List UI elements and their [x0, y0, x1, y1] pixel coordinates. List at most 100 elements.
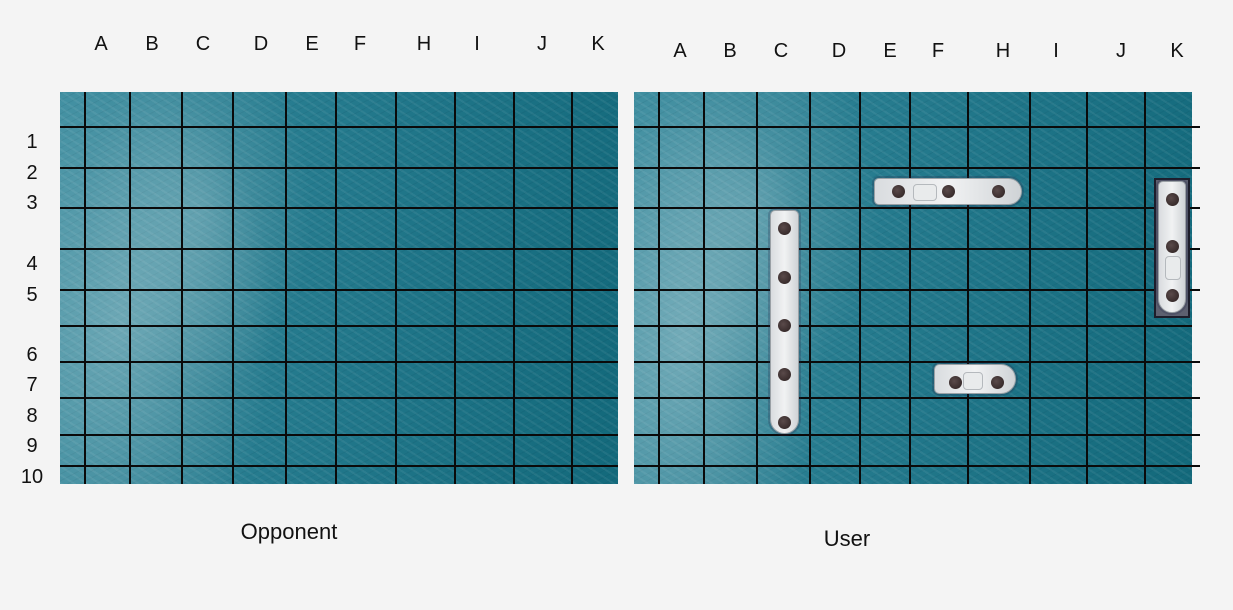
grid-cell[interactable]: [455, 326, 514, 362]
grid-cell[interactable]: [233, 362, 286, 398]
grid-cell[interactable]: [860, 92, 910, 127]
grid-cell[interactable]: [286, 168, 336, 208]
grid-cell[interactable]: [455, 435, 514, 466]
grid-cell[interactable]: [1087, 249, 1145, 290]
grid-cell[interactable]: [634, 168, 659, 208]
grid-cell[interactable]: [910, 249, 968, 290]
grid-cell[interactable]: [455, 168, 514, 208]
grid-cell[interactable]: [1030, 398, 1087, 435]
grid-cell[interactable]: [634, 398, 659, 435]
grid-cell[interactable]: [1087, 326, 1145, 362]
grid-cell[interactable]: [659, 168, 704, 208]
grid-cell[interactable]: [659, 362, 704, 398]
grid-cell[interactable]: [514, 249, 572, 290]
grid-cell[interactable]: [85, 208, 130, 249]
grid-cell[interactable]: [85, 168, 130, 208]
grid-cell[interactable]: [810, 326, 860, 362]
grid-cell[interactable]: [968, 249, 1030, 290]
grid-cell[interactable]: [60, 127, 85, 168]
grid-cell[interactable]: [659, 466, 704, 484]
grid-cell[interactable]: [233, 127, 286, 168]
grid-cell[interactable]: [233, 92, 286, 127]
grid-cell[interactable]: [60, 290, 85, 326]
grid-cell[interactable]: [910, 208, 968, 249]
grid-cell[interactable]: [634, 249, 659, 290]
grid-cell[interactable]: [182, 362, 233, 398]
grid-cell[interactable]: [1145, 398, 1192, 435]
grid-cell[interactable]: [130, 362, 182, 398]
grid-cell[interactable]: [514, 290, 572, 326]
grid-cell[interactable]: [233, 398, 286, 435]
grid-cell[interactable]: [85, 435, 130, 466]
grid-cell[interactable]: [233, 435, 286, 466]
grid-cell[interactable]: [1145, 435, 1192, 466]
grid-cell[interactable]: [336, 208, 396, 249]
grid-cell[interactable]: [233, 466, 286, 484]
grid-cell[interactable]: [130, 92, 182, 127]
grid-cell[interactable]: [514, 466, 572, 484]
grid-cell[interactable]: [1030, 92, 1087, 127]
grid-cell[interactable]: [659, 326, 704, 362]
grid-cell[interactable]: [182, 127, 233, 168]
grid-cell[interactable]: [704, 290, 757, 326]
grid-cell[interactable]: [514, 435, 572, 466]
grid-cell[interactable]: [60, 435, 85, 466]
grid-cell[interactable]: [810, 290, 860, 326]
grid-cell[interactable]: [60, 362, 85, 398]
grid-cell[interactable]: [514, 326, 572, 362]
grid-cell[interactable]: [704, 92, 757, 127]
grid-cell[interactable]: [130, 398, 182, 435]
grid-cell[interactable]: [85, 326, 130, 362]
grid-cell[interactable]: [634, 290, 659, 326]
grid-cell[interactable]: [910, 290, 968, 326]
grid-cell[interactable]: [286, 362, 336, 398]
grid-cell[interactable]: [396, 362, 455, 398]
grid-cell[interactable]: [860, 290, 910, 326]
grid-cell[interactable]: [1030, 362, 1087, 398]
grid-cell[interactable]: [60, 249, 85, 290]
grid-cell[interactable]: [810, 168, 860, 208]
grid-cell[interactable]: [514, 168, 572, 208]
grid-cell[interactable]: [634, 92, 659, 127]
grid-cell[interactable]: [704, 435, 757, 466]
grid-cell[interactable]: [1030, 435, 1087, 466]
grid-cell[interactable]: [286, 435, 336, 466]
grid-cell[interactable]: [634, 466, 659, 484]
grid-cell[interactable]: [182, 249, 233, 290]
grid-cell[interactable]: [810, 398, 860, 435]
grid-cell[interactable]: [455, 398, 514, 435]
grid-cell[interactable]: [336, 92, 396, 127]
grid-cell[interactable]: [85, 92, 130, 127]
grid-cell[interactable]: [455, 92, 514, 127]
grid-cell[interactable]: [1087, 208, 1145, 249]
grid-cell[interactable]: [860, 435, 910, 466]
grid-cell[interactable]: [514, 127, 572, 168]
grid-cell[interactable]: [85, 249, 130, 290]
grid-cell[interactable]: [336, 398, 396, 435]
grid-cell[interactable]: [286, 326, 336, 362]
grid-cell[interactable]: [704, 168, 757, 208]
ship-c-vertical[interactable]: [770, 210, 799, 434]
grid-cell[interactable]: [968, 435, 1030, 466]
grid-cell[interactable]: [968, 127, 1030, 168]
grid-cell[interactable]: [1030, 466, 1087, 484]
grid-cell[interactable]: [634, 326, 659, 362]
grid-cell[interactable]: [1087, 398, 1145, 435]
grid-cell[interactable]: [85, 362, 130, 398]
grid-cell[interactable]: [1030, 208, 1087, 249]
grid-cell[interactable]: [704, 466, 757, 484]
grid-cell[interactable]: [572, 435, 618, 466]
grid-cell[interactable]: [182, 435, 233, 466]
grid-cell[interactable]: [182, 168, 233, 208]
grid-cell[interactable]: [396, 208, 455, 249]
grid-cell[interactable]: [130, 290, 182, 326]
grid-cell[interactable]: [514, 208, 572, 249]
grid-cell[interactable]: [704, 362, 757, 398]
grid-cell[interactable]: [634, 127, 659, 168]
grid-cell[interactable]: [659, 208, 704, 249]
grid-cell[interactable]: [336, 127, 396, 168]
grid-cell[interactable]: [968, 466, 1030, 484]
grid-cell[interactable]: [286, 290, 336, 326]
grid-cell[interactable]: [810, 127, 860, 168]
grid-cell[interactable]: [910, 435, 968, 466]
